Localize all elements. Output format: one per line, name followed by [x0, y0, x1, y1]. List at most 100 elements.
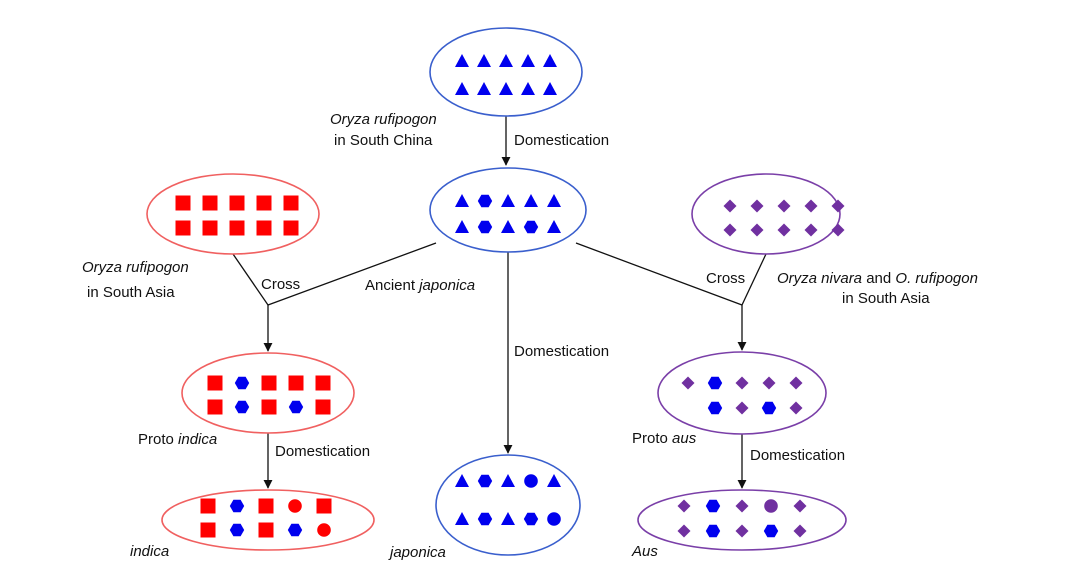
- node-proto-indica: [181, 352, 355, 434]
- edges: [232, 116, 767, 489]
- node-wild-china: [429, 27, 583, 117]
- hexagon-marker: [477, 474, 493, 488]
- hexagon-marker: [477, 194, 493, 208]
- triangle-marker: [547, 220, 561, 233]
- hexagon-marker: [707, 376, 723, 390]
- triangle-marker: [477, 54, 491, 67]
- square-marker: [175, 220, 191, 236]
- node-ellipse: [181, 352, 355, 434]
- node-aus: [637, 489, 847, 551]
- square-marker: [283, 195, 299, 211]
- square-marker: [229, 195, 245, 211]
- label-wild-sa-region: in South Asia: [87, 284, 175, 301]
- node-ellipse: [691, 173, 841, 255]
- label-nivara-region: in South Asia: [842, 290, 930, 307]
- label-domestication-indica: Domestication: [275, 443, 370, 460]
- label-domestication-aus: Domestication: [750, 447, 845, 464]
- hexagon-marker: [523, 220, 539, 234]
- triangle-marker: [521, 82, 535, 95]
- edge-sa-nivara-to-junction: [741, 253, 767, 306]
- triangle-marker: [477, 82, 491, 95]
- diamond-marker: [735, 401, 749, 415]
- hexagon-marker: [523, 512, 539, 526]
- circle-marker: [317, 523, 331, 537]
- triangle-marker: [455, 474, 469, 487]
- label-wild-china-region: in South China: [334, 132, 433, 149]
- square-marker: [202, 195, 218, 211]
- triangle-marker: [501, 220, 515, 233]
- diamond-marker: [793, 524, 807, 538]
- square-marker: [261, 375, 277, 391]
- hexagon-marker: [229, 499, 245, 513]
- square-marker: [200, 522, 216, 538]
- edge-ancient-to-left-junction: [267, 242, 437, 306]
- triangle-marker: [547, 194, 561, 207]
- circle-marker: [288, 499, 302, 513]
- square-marker: [315, 375, 331, 391]
- diamond-marker: [793, 499, 807, 513]
- hexagon-marker: [229, 523, 245, 537]
- diamond-marker: [750, 223, 764, 237]
- node-ellipse: [435, 454, 581, 556]
- label-domestication-japonica: Domestication: [514, 343, 609, 360]
- diamond-marker: [735, 524, 749, 538]
- triangle-marker: [524, 194, 538, 207]
- triangle-marker: [543, 54, 557, 67]
- label-domestication-china: Domestication: [514, 132, 609, 149]
- triangle-marker: [521, 54, 535, 67]
- triangle-marker: [455, 194, 469, 207]
- circle-marker: [547, 512, 561, 526]
- diamond-marker: [804, 199, 818, 213]
- square-marker: [258, 498, 274, 514]
- diamond-marker: [777, 223, 791, 237]
- label-japonica: japonica: [388, 544, 446, 561]
- diamond-marker: [677, 524, 691, 538]
- node-ellipse: [146, 173, 320, 255]
- hexagon-marker: [761, 401, 777, 415]
- label-wild-sa-species: Oryza rufipogon: [82, 259, 189, 276]
- node-proto-aus: [657, 351, 827, 435]
- label-indica: indica: [130, 543, 169, 560]
- square-marker: [207, 375, 223, 391]
- diamond-marker: [789, 376, 803, 390]
- circle-marker: [524, 474, 538, 488]
- label-cross-left: Cross: [261, 276, 300, 293]
- square-marker: [175, 195, 191, 211]
- label-wild-china-species: Oryza rufipogon: [330, 111, 437, 128]
- square-marker: [316, 498, 332, 514]
- square-marker: [261, 399, 277, 415]
- nodes: [146, 27, 847, 556]
- diamond-marker: [789, 401, 803, 415]
- node-ellipse: [429, 167, 587, 253]
- hexagon-marker: [287, 523, 303, 537]
- square-marker: [256, 195, 272, 211]
- diamond-marker: [677, 499, 691, 513]
- diamond-marker: [735, 499, 749, 513]
- square-marker: [207, 399, 223, 415]
- square-marker: [200, 498, 216, 514]
- diamond-marker: [735, 376, 749, 390]
- triangle-marker: [547, 474, 561, 487]
- circle-marker: [764, 499, 778, 513]
- hexagon-marker: [763, 524, 779, 538]
- hexagon-marker: [477, 220, 493, 234]
- node-indica: [161, 489, 375, 551]
- edge-ancient-to-right-junction: [575, 242, 743, 306]
- triangle-marker: [501, 194, 515, 207]
- hexagon-marker: [705, 524, 721, 538]
- triangle-marker: [499, 82, 513, 95]
- triangle-marker: [455, 512, 469, 525]
- node-ellipse: [637, 489, 847, 551]
- diamond-marker: [831, 223, 845, 237]
- square-marker: [229, 220, 245, 236]
- diamond-marker: [762, 376, 776, 390]
- node-japonica: [435, 454, 581, 556]
- label-aus: Aus: [631, 543, 658, 560]
- node-ellipse: [657, 351, 827, 435]
- hexagon-marker: [234, 376, 250, 390]
- triangle-marker: [501, 474, 515, 487]
- square-marker: [258, 522, 274, 538]
- square-marker: [315, 399, 331, 415]
- labels: Oryza rufipogon in South China Domestica…: [82, 111, 978, 561]
- edge-sa-rufipogon-to-junction: [232, 253, 269, 306]
